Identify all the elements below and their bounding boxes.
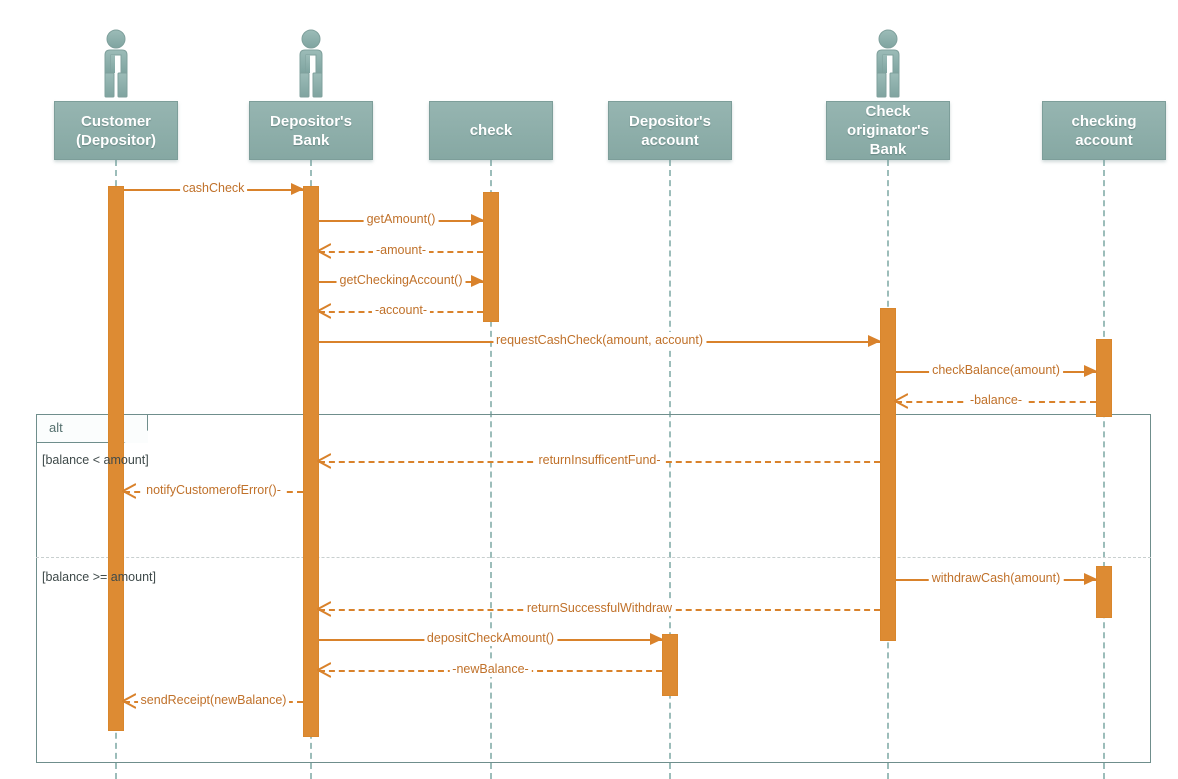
- message-label: notifyCustomerofError()-: [143, 482, 284, 498]
- message-label: checkBalance(amount): [929, 362, 1063, 378]
- lifeline-label-line1: Customer: [80, 112, 151, 130]
- alt-guard-condition: [balance >= amount]: [42, 570, 156, 584]
- activation-bar-depacct: [662, 634, 678, 696]
- message-label: sendReceipt(newBalance): [137, 692, 290, 708]
- lifeline-label-line1: check: [469, 122, 513, 139]
- alt-guard-condition: [balance < amount]: [42, 453, 149, 467]
- message-label: returnInsufficentFund-: [535, 452, 664, 468]
- lifeline-label-line2: account: [641, 131, 699, 149]
- open-arrowhead-icon: [892, 393, 909, 409]
- alt-operator-label: alt: [49, 420, 63, 435]
- solid-arrowhead-icon: [1084, 365, 1097, 377]
- message-label: requestCashCheck(amount, account): [492, 332, 707, 348]
- lifeline-depacct: [669, 160, 671, 779]
- lifeline-head-check[interactable]: check: [429, 101, 553, 160]
- lifeline-label-line2: account: [1075, 131, 1133, 149]
- lifeline-label-line2: Bank: [869, 141, 907, 158]
- alt-operand-divider: [36, 557, 1151, 558]
- open-arrowhead-icon: [315, 303, 332, 319]
- open-arrowhead-icon: [120, 693, 137, 709]
- alt-fragment-operator-tab: alt: [36, 414, 148, 443]
- lifeline-chkacct: [1103, 160, 1105, 779]
- lifeline-check: [490, 160, 492, 779]
- message-label: -balance-: [966, 392, 1026, 408]
- lifeline-label-line1: Depositor's: [270, 112, 352, 130]
- solid-arrowhead-icon: [650, 633, 663, 645]
- message-label: getCheckingAccount(): [336, 272, 466, 288]
- open-arrowhead-icon: [315, 601, 332, 617]
- lifeline-label-line2: (Depositor): [76, 131, 156, 149]
- activation-bar-chkacct: [1096, 339, 1112, 417]
- activation-bar-customer: [108, 186, 124, 731]
- message-label: -account-: [371, 302, 431, 318]
- message-label: returnSuccessfulWithdraw: [523, 600, 676, 616]
- solid-arrowhead-icon: [291, 183, 304, 195]
- solid-arrowhead-icon: [471, 214, 484, 226]
- open-arrowhead-icon: [315, 453, 332, 469]
- lifeline-label-line1: Depositor's: [629, 112, 711, 130]
- alt-tab-shape: [37, 415, 148, 443]
- solid-arrowhead-icon: [1084, 573, 1097, 585]
- lifeline-label-line1: Check originator's: [847, 103, 929, 139]
- lifeline-label-line1: checking: [1071, 112, 1137, 130]
- lifeline-head-customer[interactable]: Customer(Depositor): [54, 101, 178, 160]
- solid-arrowhead-icon: [868, 335, 881, 347]
- lifeline-label-line2: Bank: [292, 131, 330, 149]
- message-label: withdrawCash(amount): [928, 570, 1064, 586]
- message-label: -amount-: [372, 242, 430, 258]
- message-label: -newBalance-: [449, 661, 532, 677]
- actor-icon-depbank: [287, 28, 335, 100]
- open-arrowhead-icon: [120, 483, 137, 499]
- actor-icon-origbank: [864, 28, 912, 100]
- activation-bar-check: [483, 192, 499, 322]
- activation-bar-origbank: [880, 308, 896, 641]
- actor-icon-customer: [92, 28, 140, 100]
- open-arrowhead-icon: [315, 243, 332, 259]
- message-label: cashCheck: [179, 180, 248, 196]
- alt-combined-fragment: [36, 414, 1151, 763]
- message-label: getAmount(): [363, 211, 439, 227]
- message-label: depositCheckAmount(): [423, 630, 558, 646]
- open-arrowhead-icon: [315, 662, 332, 678]
- activation-bar-chkacct: [1096, 566, 1112, 618]
- solid-arrowhead-icon: [471, 275, 484, 287]
